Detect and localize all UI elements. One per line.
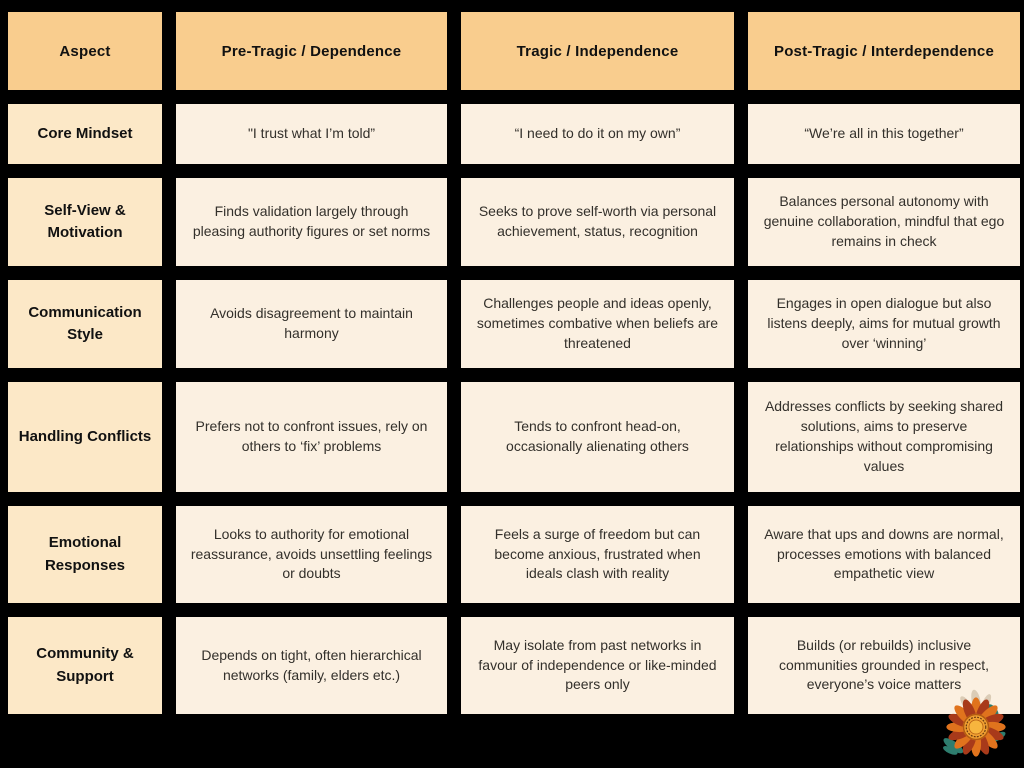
table-cell: “We’re all in this together” <box>748 104 1020 164</box>
row-label-emotional-responses: Emotional Responses <box>8 506 162 603</box>
comparison-table: Aspect Pre-Tragic / Dependence Tragic / … <box>8 12 1020 714</box>
table-cell: “I need to do it on my own” <box>461 104 734 164</box>
table-cell: Finds validation largely through pleasin… <box>176 178 447 266</box>
row-label-communication-style: Communication Style <box>8 280 162 368</box>
header-cell-aspect: Aspect <box>8 12 162 90</box>
table-cell: Seeks to prove self-worth via personal a… <box>461 178 734 266</box>
table-cell: Challenges people and ideas openly, some… <box>461 280 734 368</box>
table-cell: Avoids disagreement to maintain harmony <box>176 280 447 368</box>
table-cell: Prefers not to confront issues, rely on … <box>176 382 447 492</box>
table-cell: Balances personal autonomy with genuine … <box>748 178 1020 266</box>
header-cell-pre-tragic-dependence: Pre-Tragic / Dependence <box>176 12 447 90</box>
table-cell: Engages in open dialogue but also listen… <box>748 280 1020 368</box>
row-label-handling-conflicts: Handling Conflicts <box>8 382 162 492</box>
row-label-core-mindset: Core Mindset <box>8 104 162 164</box>
table-cell: Builds (or rebuilds) inclusive communiti… <box>748 617 1020 714</box>
table-cell: Feels a surge of freedom but can become … <box>461 506 734 603</box>
table-cell: Addresses conflicts by seeking shared so… <box>748 382 1020 492</box>
sunflower-icon <box>943 689 1006 757</box>
table-cell: May isolate from past networks in favour… <box>461 617 734 714</box>
table-cell: "I trust what I’m told” <box>176 104 447 164</box>
table-cell: Depends on tight, often hierarchical net… <box>176 617 447 714</box>
header-cell-post-tragic-interdependence: Post-Tragic / Interdependence <box>748 12 1020 90</box>
sunflower-logo <box>936 688 1016 766</box>
row-label-self-view-motivation: Self-View & Motivation <box>8 178 162 266</box>
header-cell-tragic-independence: Tragic / Independence <box>461 12 734 90</box>
table-cell: Tends to confront head-on, occasionally … <box>461 382 734 492</box>
table-cell: Aware that ups and downs are normal, pro… <box>748 506 1020 603</box>
row-label-community-support: Community & Support <box>8 617 162 714</box>
table-cell: Looks to authority for emotional reassur… <box>176 506 447 603</box>
